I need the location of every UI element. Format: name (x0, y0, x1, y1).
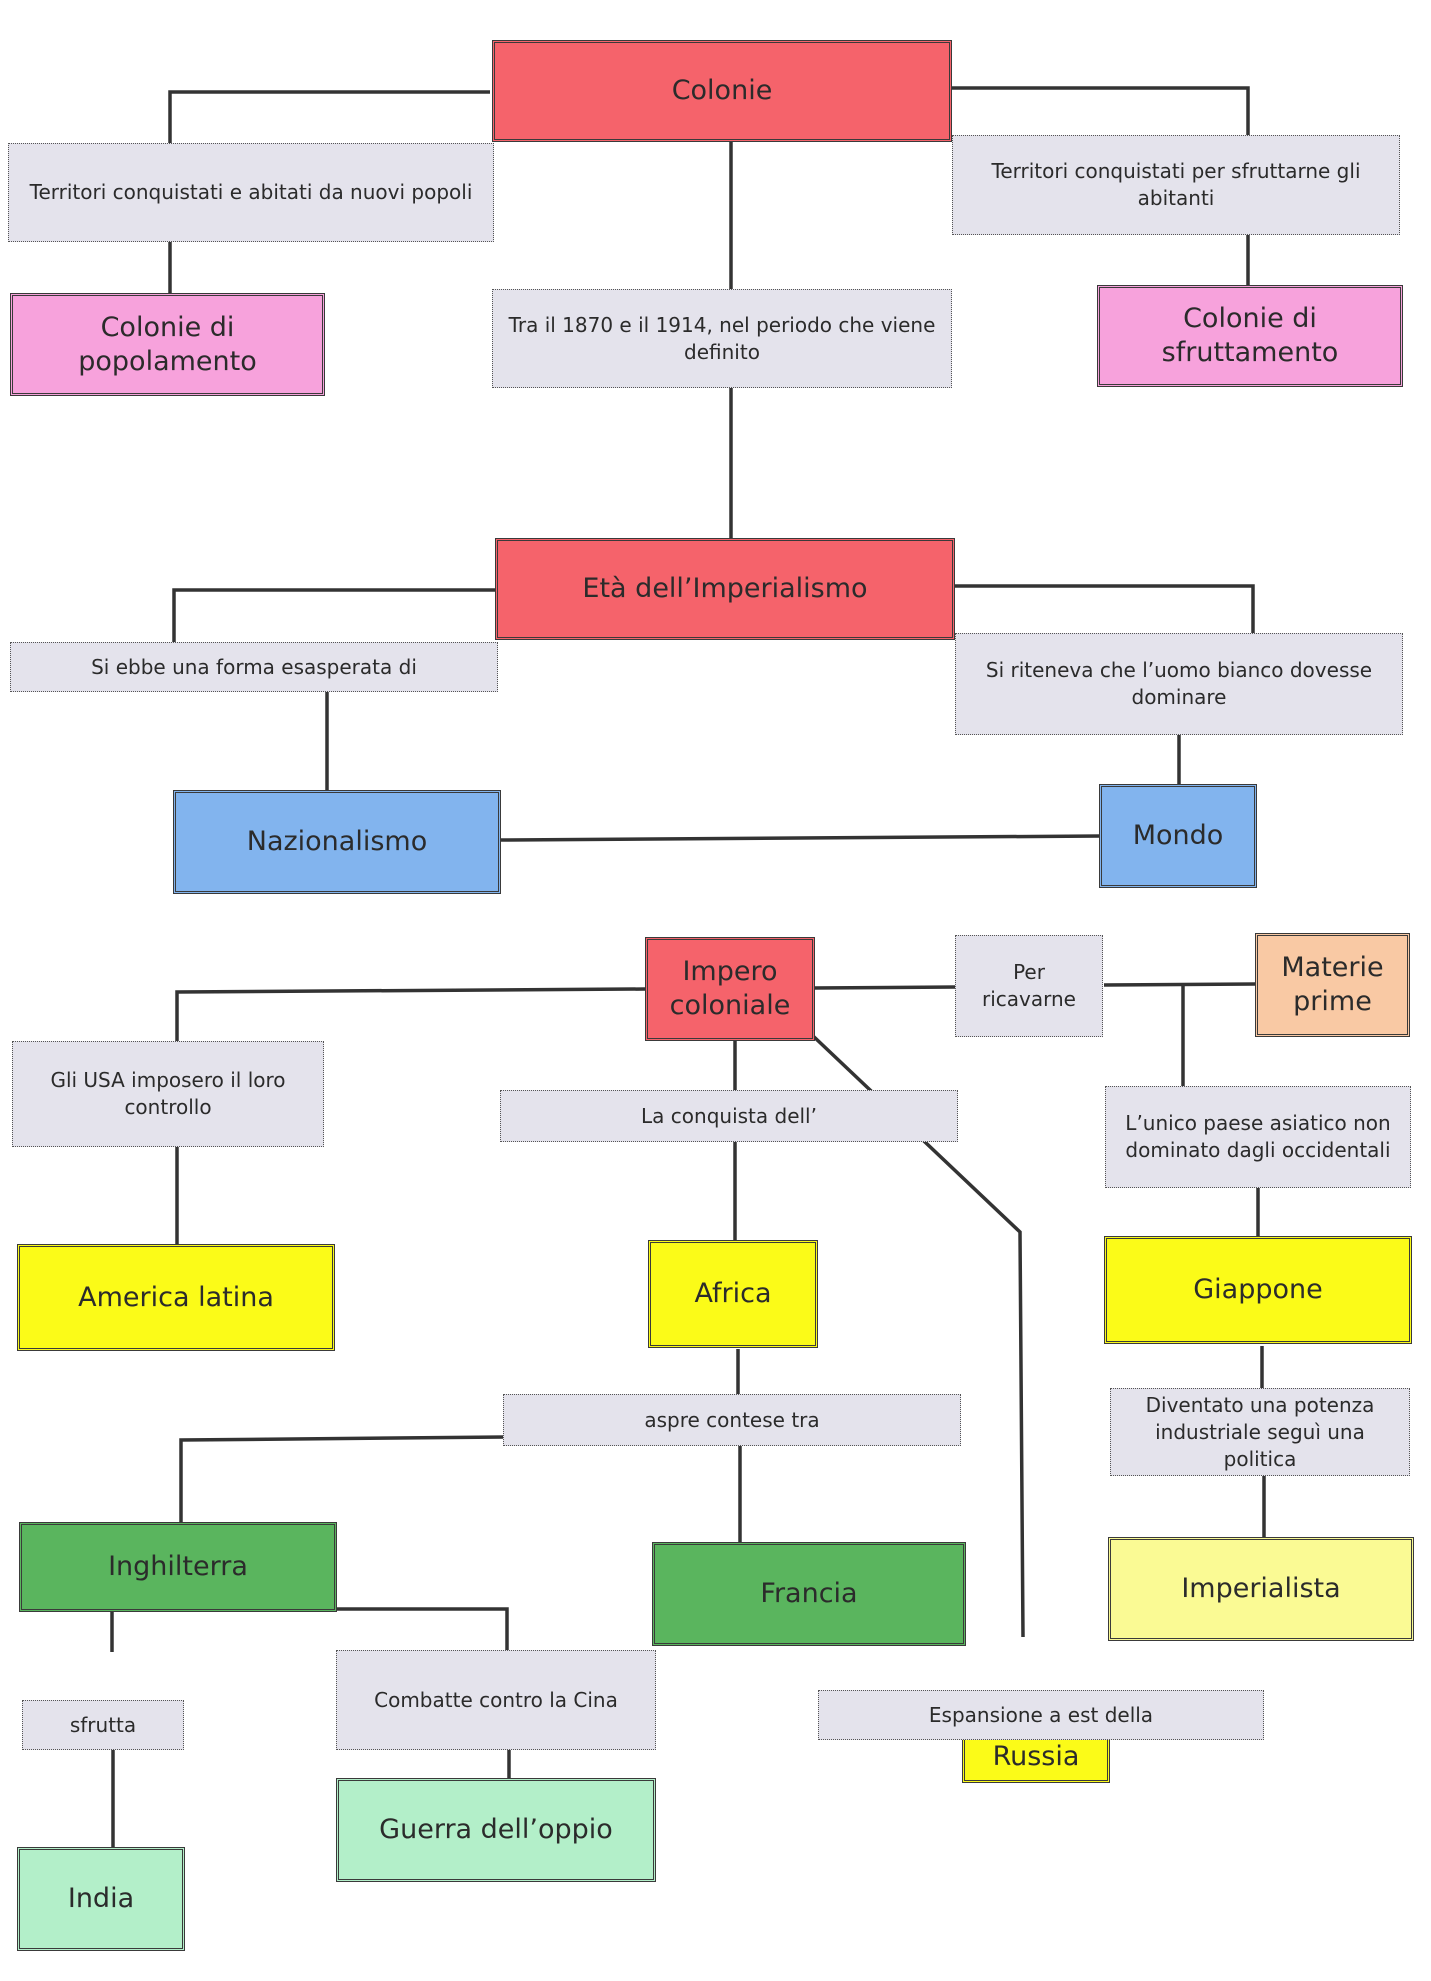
link-cina: Combatte contro la Cina (336, 1650, 656, 1750)
connector (179, 1435, 506, 1524)
concept-colonie-popolamento: Colonie di popolamento (10, 293, 325, 396)
concept-francia: Francia (652, 1542, 966, 1646)
connector (1103, 982, 1257, 987)
link-uomo-bianco: Si riteneva che l’uomo bianco dovesse do… (955, 633, 1403, 735)
connector (954, 584, 1255, 633)
link-potenza: Diventato una potenza industriale seguì … (1110, 1388, 1410, 1476)
link-contese: aspre contese tra (503, 1394, 961, 1446)
concept-giappone: Giappone (1104, 1236, 1412, 1344)
link-periodo: Tra il 1870 e il 1914, nel periodo che v… (492, 289, 952, 388)
connector (172, 588, 495, 643)
connector (168, 90, 490, 145)
link-esasperata: Si ebbe una forma esasperata di (10, 642, 498, 692)
link-abitati: Territori conquistati e abitati da nuovi… (8, 143, 494, 242)
concept-nazionalismo: Nazionalismo (173, 790, 501, 894)
connector (811, 985, 958, 990)
concept-materie-prime: Materie prime (1255, 933, 1410, 1037)
connector (175, 987, 646, 1043)
connector (335, 1607, 509, 1652)
concept-america-latina: America latina (17, 1244, 335, 1351)
concept-colonie: Colonie (492, 40, 952, 142)
concept-africa: Africa (648, 1240, 818, 1348)
concept-mondo: Mondo (1099, 784, 1257, 888)
concept-eta-imperialismo: Età dell’Imperialismo (495, 538, 955, 640)
connector (950, 86, 1250, 135)
link-espansione: Espansione a est della (818, 1690, 1264, 1740)
link-sfrutta: sfrutta (22, 1700, 184, 1750)
concept-impero-coloniale: Impero coloniale (645, 937, 815, 1041)
concept-india: India (17, 1847, 185, 1951)
concept-guerra-oppio: Guerra dell’oppio (336, 1778, 656, 1882)
connector (499, 834, 1102, 842)
concept-colonie-sfruttamento: Colonie di sfruttamento (1097, 285, 1403, 387)
link-conquista: La conquista dell’ (500, 1090, 958, 1142)
concept-inghilterra: Inghilterra (19, 1522, 337, 1612)
link-usa: Gli USA imposero il loro controllo (12, 1041, 324, 1147)
link-unico-paese: L’unico paese asiatico non dominato dagl… (1105, 1086, 1411, 1188)
link-sfruttarne: Territori conquistati per sfruttarne gli… (952, 135, 1400, 235)
link-ricavarne: Per ricavarne (955, 935, 1103, 1037)
concept-imperialista: Imperialista (1108, 1537, 1414, 1641)
